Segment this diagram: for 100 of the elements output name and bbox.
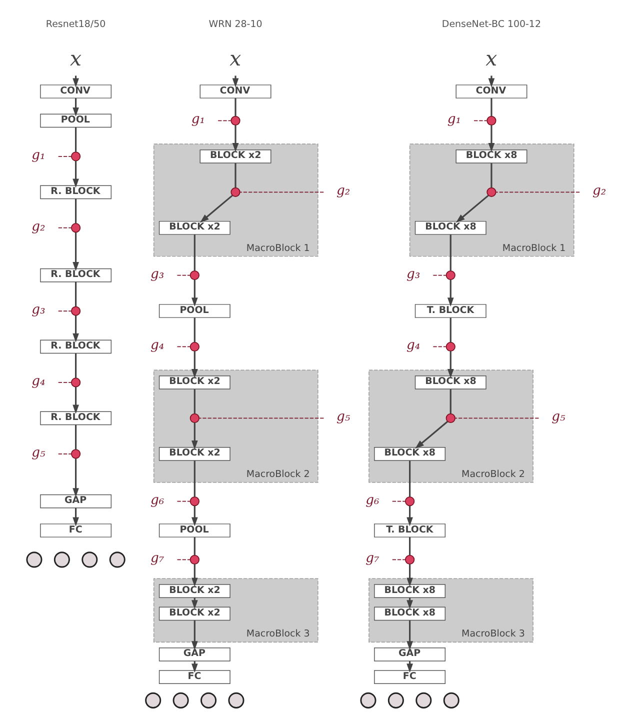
node-box: BLOCK x8 (414, 376, 486, 390)
node-circle (446, 270, 456, 280)
arrow (406, 620, 413, 650)
node-circle (70, 306, 81, 316)
node-text: g₆ (366, 492, 380, 508)
connector (176, 274, 190, 276)
node-box: POOL (158, 304, 230, 318)
node-box: BLOCK x8 (374, 447, 446, 461)
connector (454, 418, 540, 419)
node-text: g₅ (32, 445, 46, 460)
connector (75, 353, 77, 378)
node-circle (190, 270, 200, 280)
node-text: x (486, 46, 498, 71)
connector (408, 460, 411, 497)
arrow (191, 280, 198, 307)
connector (194, 460, 196, 497)
arrow (72, 508, 79, 526)
arrow (72, 386, 79, 414)
arrow (191, 564, 198, 587)
connector (450, 234, 452, 271)
connector (75, 198, 77, 224)
node-circle (230, 187, 240, 197)
node-circle (82, 552, 98, 568)
connector (176, 500, 190, 502)
node-box: CONV (40, 84, 112, 98)
node-box: GAP (158, 648, 230, 662)
node-text: g₄ (150, 338, 164, 354)
node-text: g₇ (150, 551, 164, 566)
node-circle (26, 552, 42, 568)
connector (218, 120, 232, 122)
arrow (488, 125, 495, 152)
arrow (72, 98, 79, 116)
connector (240, 192, 324, 193)
label: DenseNet-BC 100-12 (442, 18, 542, 30)
connector (450, 318, 452, 342)
label: WRN 28-10 (208, 18, 262, 30)
connector (194, 318, 196, 342)
node-circle (54, 552, 70, 568)
node-box: BLOCK x2 (158, 220, 230, 235)
node-box: BLOCK x2 (200, 149, 272, 164)
node-circle (200, 692, 217, 708)
node-text: g₅ (336, 410, 350, 425)
connector (495, 192, 580, 193)
node-text: g₇ (366, 551, 380, 566)
connector (408, 537, 411, 556)
node-circle (190, 342, 200, 352)
connector (392, 559, 406, 560)
node-box: BLOCK x2 (158, 584, 230, 598)
node-text: g₅ (552, 410, 566, 425)
connector (176, 559, 190, 560)
label: Resnet18/50 (46, 18, 106, 30)
connector (194, 234, 196, 271)
node-circle (145, 692, 162, 708)
connector (234, 163, 236, 188)
node-box: BLOCK x2 (158, 376, 230, 390)
node-circle (360, 692, 376, 708)
arrow (72, 315, 79, 342)
node-text: g₃ (406, 266, 420, 282)
connector (234, 98, 236, 116)
connector (490, 98, 492, 116)
arrow (488, 76, 495, 88)
node-circle (228, 692, 244, 708)
connector (194, 389, 196, 414)
node-text: g₆ (150, 492, 164, 508)
node-text: g₃ (32, 302, 46, 318)
node-circle (230, 116, 240, 126)
node-box: T. BLOCK (414, 304, 486, 318)
node-box: BLOCK x8 (374, 606, 446, 621)
node-circle (70, 223, 81, 233)
node-circle (486, 187, 496, 197)
node-box: BLOCK x2 (158, 606, 230, 621)
node-text: g₂ (592, 184, 606, 199)
node-circle (190, 554, 200, 564)
connector (392, 500, 406, 502)
node-box: CONV (456, 84, 528, 98)
connector (490, 163, 492, 188)
arrow (456, 194, 489, 223)
node-box: FC (374, 670, 446, 684)
node-text: g₁ (32, 148, 46, 163)
node-circle (388, 692, 404, 708)
connector (474, 120, 488, 122)
node-box: GAP (40, 494, 112, 508)
arrow (72, 160, 79, 188)
node-circle (404, 496, 415, 506)
arrow (191, 620, 198, 650)
node-circle (404, 554, 415, 564)
connector (75, 127, 77, 152)
node-text: g₂ (32, 219, 46, 234)
node-box: BLOCK x8 (374, 584, 446, 598)
arrow (415, 421, 448, 449)
node-text: x (70, 46, 82, 71)
connector (58, 156, 72, 157)
connector (75, 282, 77, 306)
arrow (191, 422, 198, 450)
arrow (447, 280, 454, 307)
node-box: R. BLOCK (40, 185, 112, 200)
connector (176, 346, 190, 348)
node-box: T. BLOCK (374, 524, 446, 538)
connector (198, 418, 324, 419)
node-box: R. BLOCK (40, 268, 112, 282)
